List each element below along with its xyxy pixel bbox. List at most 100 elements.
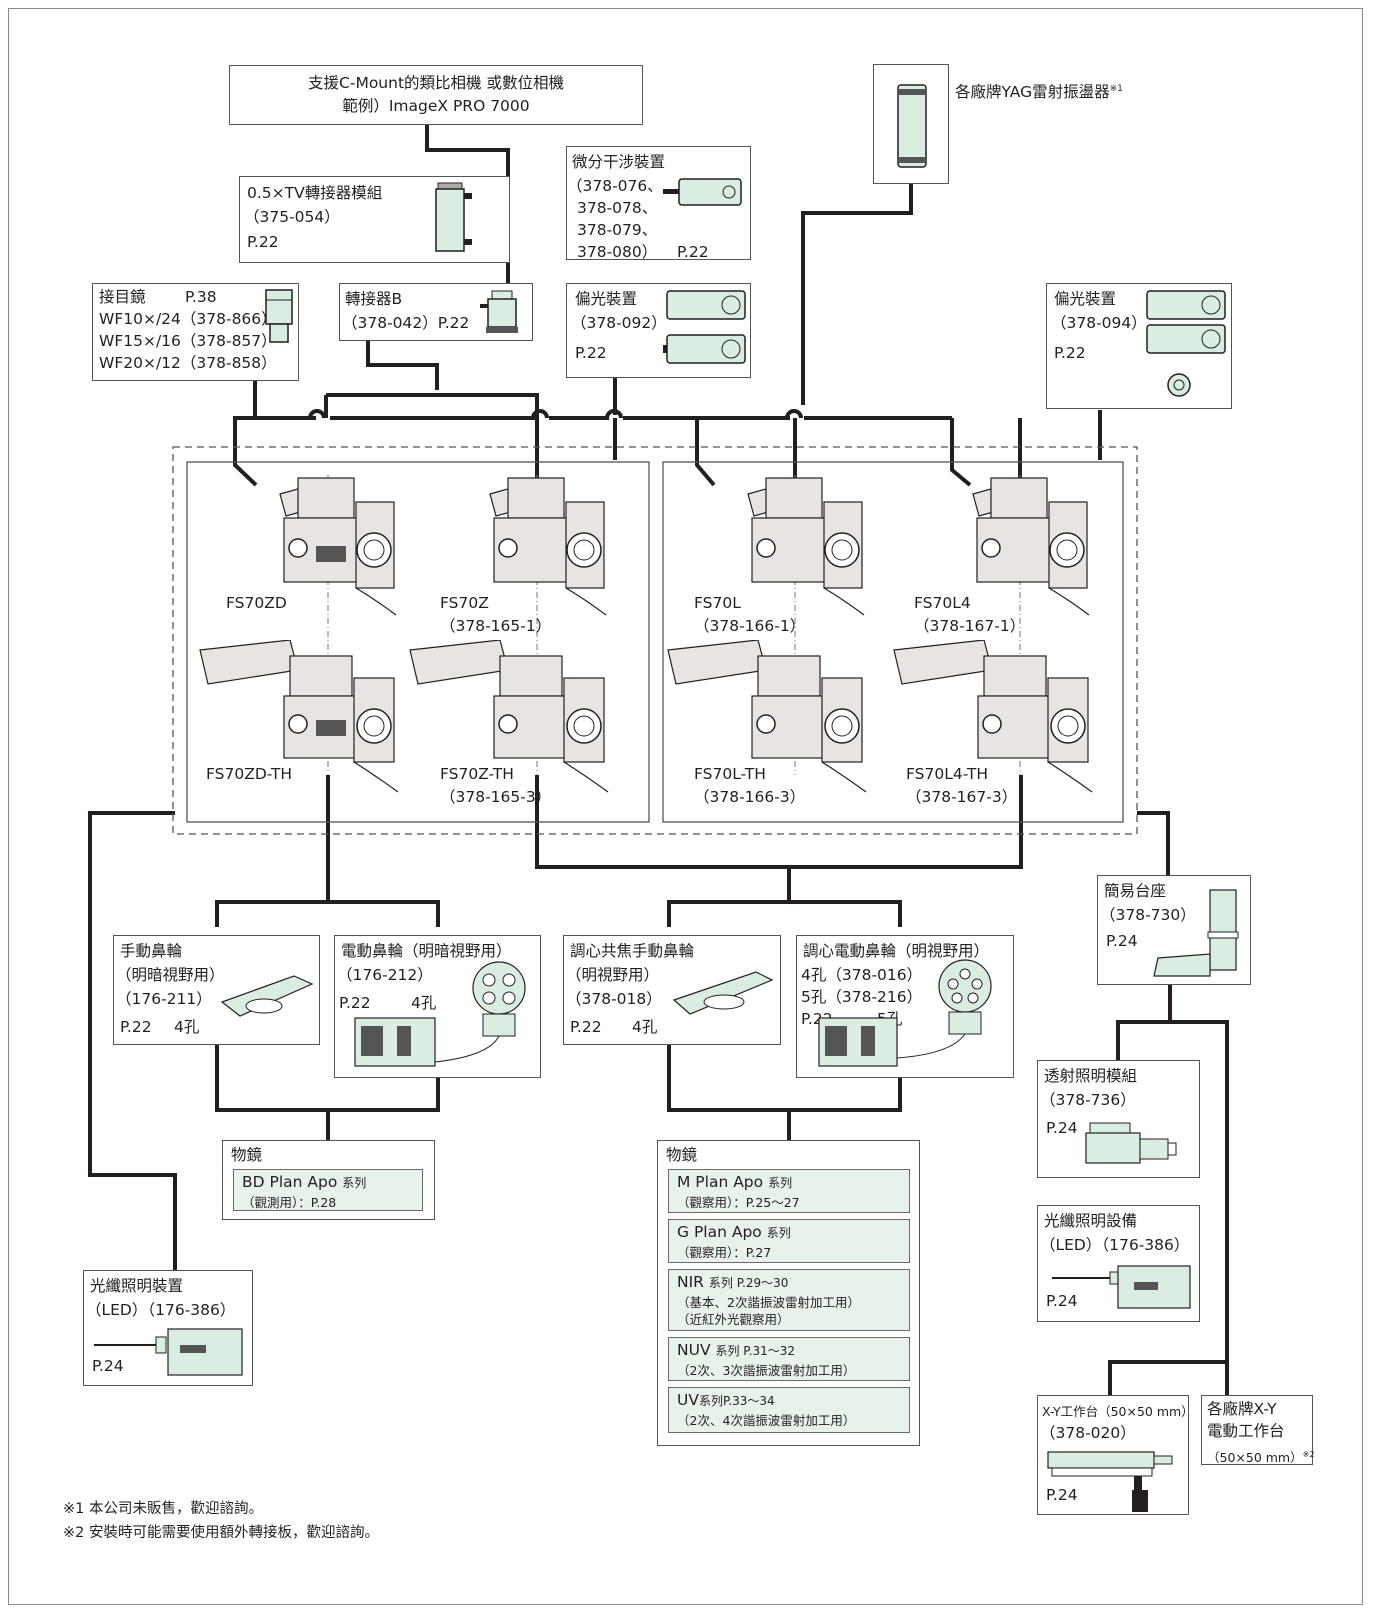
- fiber-right-box: 光纖照明設備 （LED）（176-386） P.24: [1037, 1205, 1200, 1322]
- model-name: FS70L: [694, 594, 741, 612]
- adapter-b-code: （378-042）P.22: [342, 314, 470, 332]
- model-fs70l: FS70L （378-166-1）: [694, 592, 805, 638]
- fiber-left-code: （LED）（176-386）: [86, 1301, 236, 1319]
- eyepiece-box: 接目鏡 P.38 WF10×/24（378-866） WF15×/16（378-…: [92, 283, 299, 381]
- polarizer-1-name: 偏光裝置: [575, 290, 638, 308]
- microscope-fs70l4-th-illustration: [893, 640, 1093, 793]
- fiber-left-box: 光纖照明裝置 （LED）（176-386） P.24: [83, 1270, 253, 1386]
- xy-stage-name: X-Y工作台（50×50 mm）: [1042, 1404, 1194, 1419]
- objective-right-series-4: UV系列P.33～34 （2次、4次諧振波雷射加工用）: [668, 1387, 910, 1433]
- adapter-b-box: 轉接器B （378-042）P.22: [339, 283, 533, 341]
- series-suffix: 系列 P.29～30: [708, 1276, 789, 1290]
- centering-manual-illustration: [672, 971, 774, 1015]
- tv-adapter-name: 0.5×TV轉接器模組: [247, 184, 383, 202]
- dic-name: 微分干涉裝置: [572, 153, 666, 171]
- series-name: NUV: [677, 1341, 711, 1359]
- series-desc-2: （近紅外光觀察用）: [677, 1312, 790, 1327]
- transmitted-code: （378-736）: [1040, 1091, 1136, 1109]
- transmitted-illustration: [1085, 1122, 1177, 1164]
- tv-adapter-box: 0.5×TV轉接器模組 （375-054） P.22: [239, 176, 510, 263]
- xy-stage-illustration: [1047, 1451, 1173, 1512]
- model-code: （378-167-1）: [914, 617, 1026, 635]
- objective-right-box: 物鏡 M Plan Apo 系列 （觀察用）：P.25～27 G Plan Ap…: [657, 1140, 920, 1446]
- microscope-fs70zd-th-illustration: [199, 640, 399, 793]
- objective-right-series-3: NUV 系列 P.31～32 （2次、3次諧振波雷射加工用）: [668, 1337, 910, 1381]
- microscope-fs70z-illustration: [489, 477, 607, 616]
- polarizer-2-code: （378-094）: [1051, 314, 1147, 332]
- tv-adapter-illustration: [435, 182, 472, 252]
- model-fs70z: FS70Z （378-165-1）: [440, 592, 551, 638]
- series-name: NIR: [677, 1273, 704, 1291]
- eyepiece-illustration: [265, 289, 293, 343]
- model-code: （378-165-1）: [440, 617, 552, 635]
- motor-nosepiece-name: 電動鼻輪（明暗視野用）: [341, 942, 512, 960]
- simple-base-illustration: [1153, 889, 1239, 977]
- objective-right-title: 物鏡: [666, 1146, 698, 1164]
- transmitted-box: 透射照明模組 （378-736） P.24: [1037, 1060, 1200, 1178]
- objective-right-series-0: M Plan Apo 系列 （觀察用）：P.25～27: [668, 1169, 910, 1213]
- xy-stage-code: （378-020）: [1040, 1424, 1136, 1442]
- microscope-fs70zd-illustration: [279, 477, 397, 616]
- yag-laser-box: [873, 64, 949, 184]
- fiber-left-illustration: [94, 1328, 243, 1376]
- yag-note-mark: ※1: [1109, 83, 1123, 94]
- simple-base-name: 簡易台座: [1104, 882, 1167, 900]
- model-fs70zd: FS70ZD: [226, 592, 287, 615]
- dic-illustration: [663, 178, 742, 206]
- xy-motor-note-mark: ※2: [1302, 1450, 1315, 1459]
- model-code: （378-166-1）: [694, 617, 806, 635]
- xy-stage-box: X-Y工作台（50×50 mm） （378-020） P.24: [1037, 1395, 1194, 1515]
- xy-motor-line3: （50×50 mm）: [1207, 1450, 1303, 1466]
- camera-line1: 支援C-Mount的類比相機 或數位相機: [308, 74, 564, 92]
- eyepiece-item-0: WF10×/24（378-866）: [99, 310, 277, 328]
- model-name: FS70Z-TH: [440, 765, 514, 783]
- polarizer-2-name: 偏光裝置: [1054, 290, 1117, 308]
- simple-base-page: P.24: [1106, 932, 1138, 950]
- dic-code-1: 378-078、: [577, 199, 658, 217]
- eyepiece-page: P.38: [185, 288, 217, 306]
- model-fs70z-th: FS70Z-TH（378-165-3）: [440, 763, 551, 809]
- series-name: BD Plan Apo: [242, 1173, 338, 1191]
- centering-motor-illustration: [818, 959, 992, 1067]
- manual-nosepiece-holes: 4孔: [174, 1018, 200, 1036]
- microscope-fs70l-illustration: [747, 477, 865, 616]
- motor-nosepiece-holes: 4孔: [411, 994, 437, 1012]
- series-desc: （觀察用）：P.27: [677, 1245, 772, 1260]
- manual-nosepiece-code: （176-211）: [116, 990, 212, 1008]
- motor-nosepiece-code: （176-212）: [337, 966, 433, 984]
- centering-motor-name: 調心電動鼻輪（明視野用）: [803, 942, 990, 960]
- centering-manual-sub: （明視野用）: [566, 966, 660, 984]
- polarizer-2-illustration: [1146, 290, 1226, 397]
- camera-box: 支援C-Mount的類比相機 或數位相機 範例）ImageX PRO 7000: [229, 65, 643, 125]
- simple-base-box: 簡易台座 （378-730） P.24: [1097, 875, 1251, 985]
- centering-motor-code-0: 4孔（378-016）: [801, 966, 923, 984]
- model-name: FS70Z: [440, 594, 489, 612]
- series-name: UV: [677, 1391, 699, 1409]
- model-fs70l-th: FS70L-TH（378-166-3）: [694, 763, 805, 809]
- model-name: FS70L4-TH: [906, 765, 988, 783]
- manual-nosepiece-box: 手動鼻輪 （明暗視野用） （176-211） P.22 4孔: [113, 935, 320, 1045]
- xy-motor-line2: 電動工作台: [1207, 1422, 1285, 1440]
- fiber-right-illustration: [1052, 1265, 1191, 1309]
- objective-right-series-2: NIR 系列 P.29～30 （基本、2次諧振波雷射加工用） （近紅外光觀察用）: [668, 1269, 910, 1331]
- xy-motor-line3-wrap: （50×50 mm）※2: [1207, 1443, 1314, 1469]
- fiber-left-name: 光纖照明裝置: [90, 1277, 184, 1295]
- model-name: FS70ZD: [226, 594, 287, 612]
- microscope-fs70l-th-illustration: [667, 640, 867, 793]
- footnote-1: ※1 本公司未販售，歡迎諮詢。: [63, 1501, 263, 1517]
- objective-left-box: 物鏡 BD Plan Apo 系列 （觀測用）：P.28: [222, 1140, 435, 1220]
- dic-code-0: （378-076、: [567, 177, 663, 195]
- yag-label: 各廠牌YAG雷射振盪器: [955, 83, 1110, 101]
- page-frame: [8, 8, 1363, 1605]
- series-name: G Plan Apo: [677, 1223, 762, 1241]
- motor-nosepiece-illustration: [354, 961, 526, 1067]
- model-name: FS70L-TH: [694, 765, 766, 783]
- series-desc: （2次、4次諧振波雷射加工用）: [677, 1413, 856, 1428]
- simple-base-code: （378-730）: [1100, 906, 1196, 924]
- centering-manual-code: （378-018）: [566, 990, 662, 1008]
- model-name: FS70L4: [914, 594, 971, 612]
- series-desc: （基本、2次諧振波雷射加工用）: [677, 1295, 860, 1310]
- dic-code-2: 378-079、: [577, 221, 658, 239]
- series-suffix: 系列: [766, 1226, 791, 1240]
- polarizer-2-page: P.22: [1054, 344, 1086, 362]
